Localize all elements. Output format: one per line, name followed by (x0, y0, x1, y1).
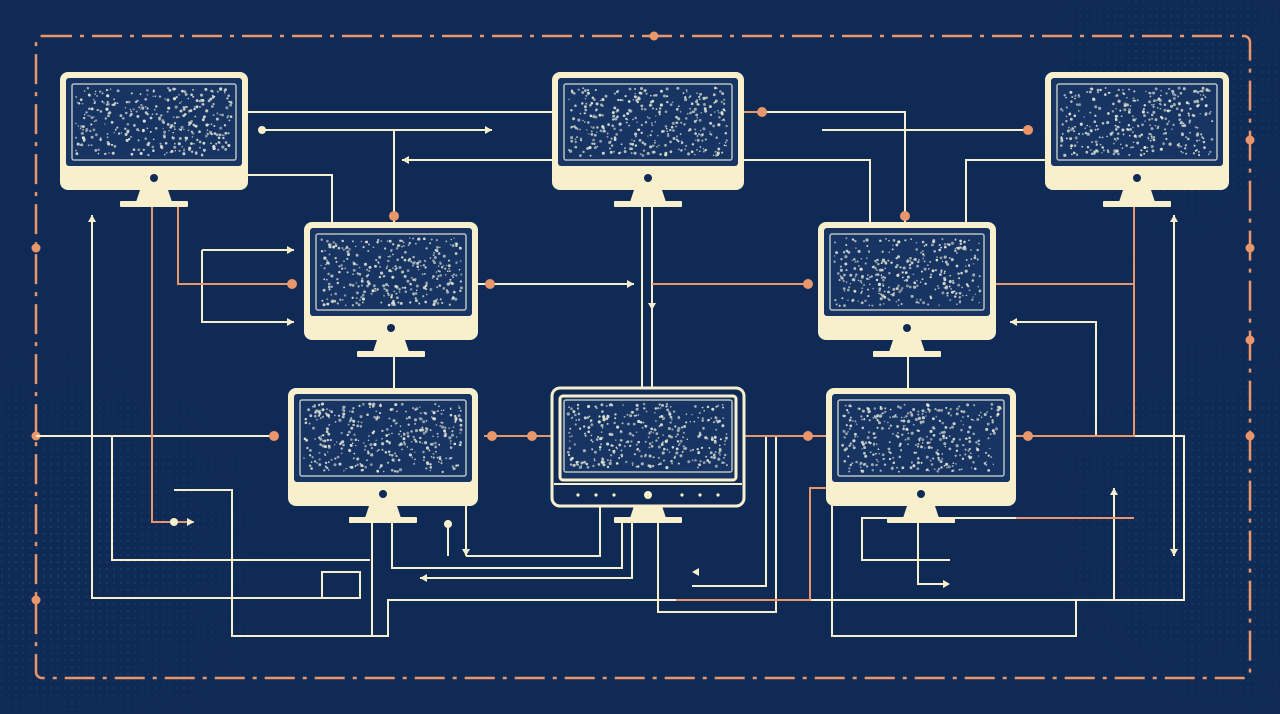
connection-endpoint (1023, 125, 1033, 135)
connection-line (917, 520, 948, 585)
connection-line (174, 489, 373, 637)
connection-line (1010, 321, 1097, 436)
connection-lines (36, 111, 1185, 637)
arrowhead (462, 549, 470, 556)
desktop-monitor-icon (1045, 72, 1229, 207)
arrowhead (187, 518, 194, 526)
arrowhead (485, 126, 492, 134)
connection-endpoint (757, 107, 767, 117)
arrowhead (1010, 318, 1017, 326)
connection-line (420, 520, 633, 579)
frame-node (649, 31, 659, 41)
desktop-monitor-icon (550, 386, 746, 523)
arrowhead (287, 246, 294, 254)
arrowhead (1110, 488, 1118, 495)
connection-endpoint (527, 431, 537, 441)
connection-endpoint (1023, 431, 1033, 441)
arrowhead (943, 580, 950, 588)
computer-nodes (60, 72, 1229, 523)
connection-endpoint (803, 431, 813, 441)
desktop-monitor-icon (288, 388, 478, 523)
connection-line (201, 250, 294, 323)
connection-line-accent (676, 487, 828, 601)
frame-node (1245, 431, 1255, 441)
arrowhead (1170, 549, 1178, 556)
connection-line-accent (151, 205, 194, 523)
frame-node (1245, 135, 1255, 145)
arrowhead (1170, 215, 1178, 222)
connection-endpoint (287, 279, 297, 289)
arrowhead (627, 280, 634, 288)
frame-node (31, 595, 41, 605)
connection-endpoint (444, 520, 452, 528)
connection-endpoint (170, 518, 178, 526)
connection-endpoint (485, 279, 495, 289)
frame-node (1245, 243, 1255, 253)
connection-line (466, 498, 601, 557)
connection-line (248, 174, 333, 222)
arrowhead (402, 156, 409, 164)
arrowhead (692, 568, 699, 576)
arrowhead (88, 215, 96, 222)
border-frame-nodes (31, 31, 1255, 605)
connection-endpoint (269, 431, 279, 441)
border-frame (34, 34, 1252, 680)
connection-line (391, 520, 623, 569)
connection-endpoint (258, 126, 266, 134)
desktop-monitor-icon (826, 388, 1016, 523)
connection-line (91, 215, 361, 599)
connection-line-accent (1016, 205, 1135, 437)
connection-endpoint (803, 279, 813, 289)
desktop-monitor-icon (304, 222, 478, 357)
connection-line (111, 436, 370, 561)
arrowhead (420, 574, 427, 582)
connection-endpoints (88, 107, 1178, 588)
connection-endpoint (900, 211, 910, 221)
connection-line-accent (177, 205, 294, 285)
frame-node (31, 243, 41, 253)
connection-line (692, 436, 767, 587)
arrowhead (287, 318, 294, 326)
connection-line (861, 517, 1072, 561)
arrowhead (648, 303, 656, 310)
connection-endpoint (389, 211, 399, 221)
desktop-monitor-icon (60, 72, 248, 207)
connection-line (744, 159, 871, 222)
connection-endpoint (487, 431, 497, 441)
frame-node (1245, 335, 1255, 345)
desktop-monitor-icon (818, 222, 996, 357)
connection-line (744, 111, 906, 222)
connection-line (965, 159, 1045, 222)
desktop-monitor-icon (552, 72, 744, 207)
